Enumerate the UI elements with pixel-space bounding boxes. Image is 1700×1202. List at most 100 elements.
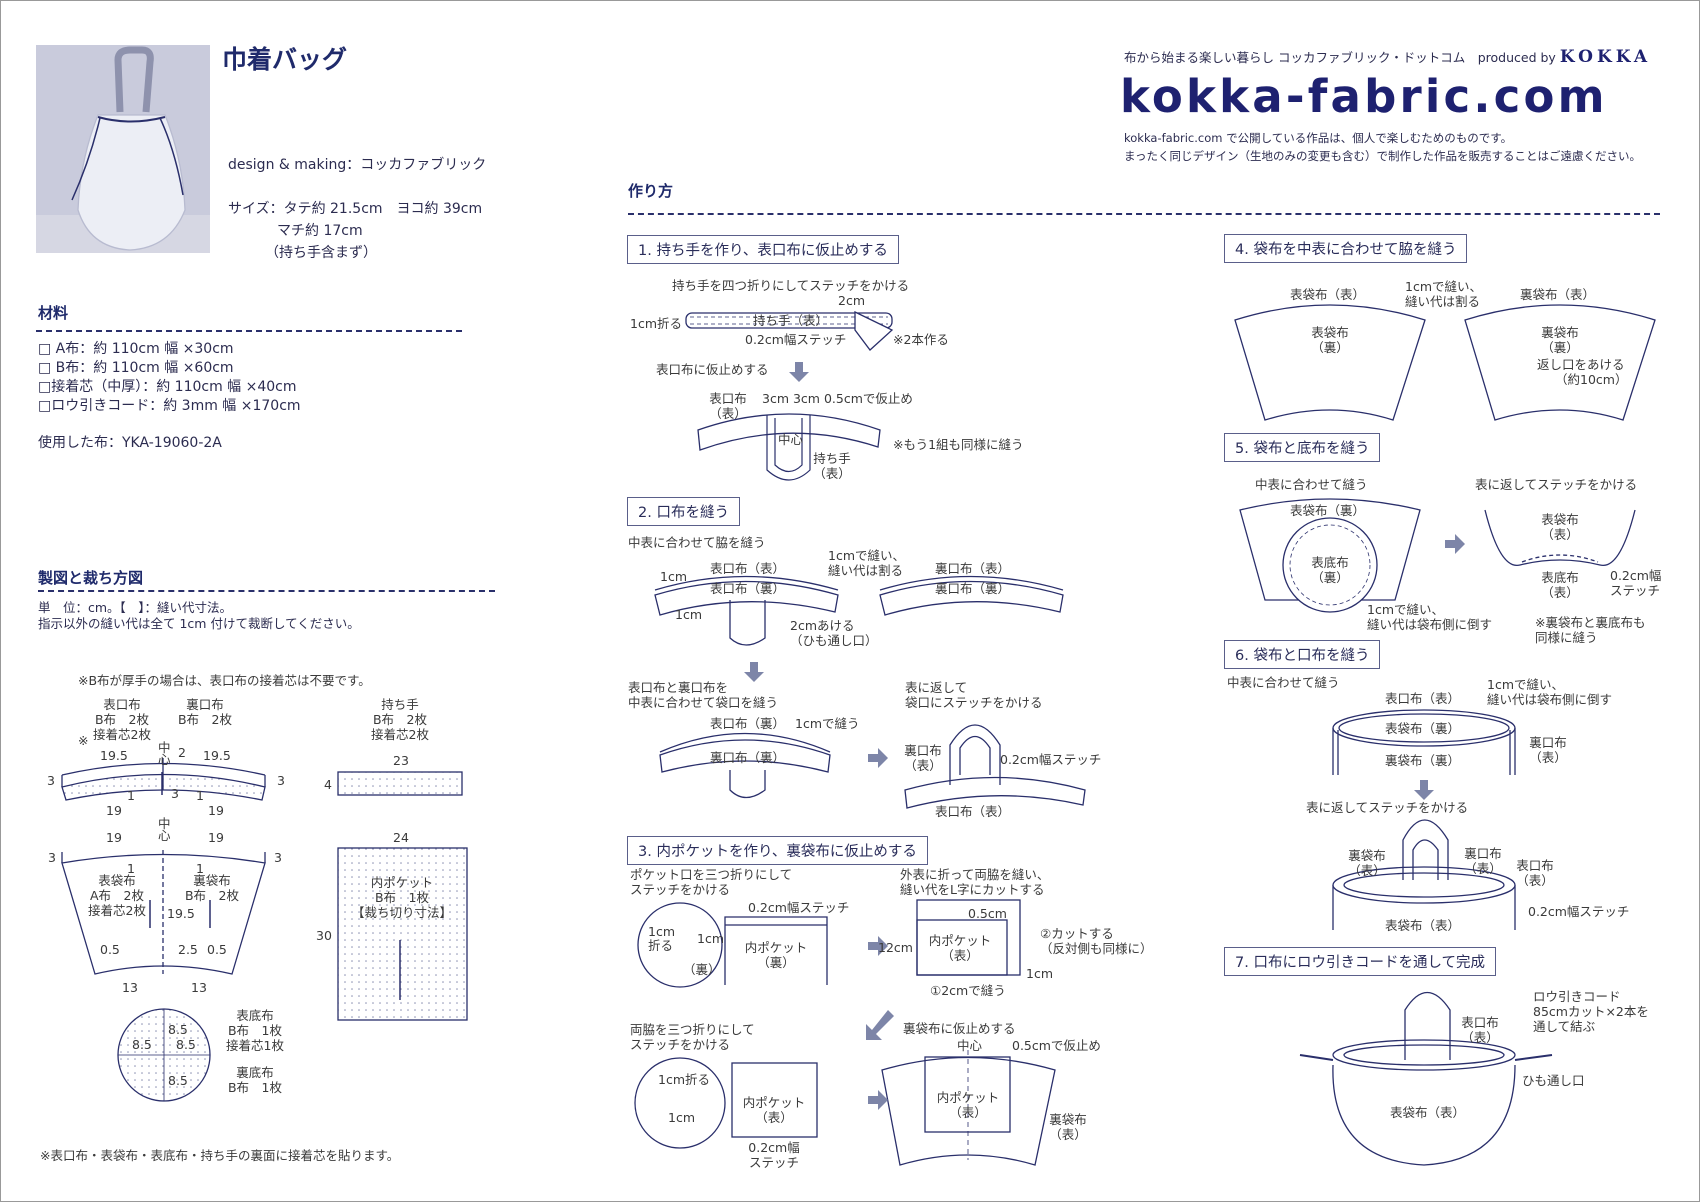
step-note: 0.2cm幅ステッチ (748, 1140, 800, 1170)
step-note: 裏口布（裏） (935, 581, 1011, 596)
step-note: ポケット口を三つ折りにしてステッチをかける (630, 867, 793, 897)
divider (628, 213, 1660, 215)
dim: 1 (127, 861, 135, 876)
step-note: 12cm (878, 940, 913, 955)
arrow-right-icon (868, 748, 888, 768)
step-6-title: 6. 袋布と口布を縫う (1224, 640, 1381, 669)
step-note: 裏口布（表） (935, 561, 1011, 576)
step-note: 0.2cm幅ステッチ (1610, 568, 1662, 598)
step-note: 1cm (1026, 966, 1054, 981)
dim: 2.5 (178, 942, 198, 957)
step-note: 中心 (957, 1038, 983, 1053)
step-note: 内ポケット（表） (742, 1095, 806, 1125)
step-note: 表口布（表） (1516, 858, 1554, 888)
step-note: 裏口布（表） (1529, 735, 1567, 765)
dim: 8.5 (132, 1037, 152, 1052)
material-item: □接着芯（中厚）：約 110cm 幅 ×40cm (38, 379, 297, 395)
size-line: サイズ：タテ約 21.5cm ヨコ約 39cm (228, 201, 483, 217)
step-note: 裏口布（裏） (710, 750, 786, 765)
note-mark: ※ (78, 733, 89, 748)
dim: 23 (393, 753, 409, 768)
step-note: 2cm (838, 293, 866, 308)
step2-art (654, 575, 1086, 809)
step-note: ※裏袋布と裏底布も同様に縫う (1535, 615, 1646, 645)
step-note: 0.2cm幅ステッチ (1000, 752, 1102, 767)
step-note: ②カットする（反対側も同様に） (1040, 926, 1153, 956)
step1-art (685, 310, 894, 481)
tagline: 布から始まる楽しい暮らし コッカファブリック・ドットコム produced by… (1124, 47, 1652, 67)
step-note: 2cmあける（ひも通し口） (790, 618, 878, 648)
pattern-heading: 製図と裁ち方図 (38, 569, 144, 587)
seam-note: 指示以外の縫い代は全て 1cm 付けて裁断してください。 (38, 616, 360, 631)
step-note: 3cm 3cm 0.5cmで仮止め (762, 391, 913, 406)
step-note: 表口布（裏） (710, 716, 786, 731)
step-note: 内ポケット（表） (936, 1090, 1000, 1120)
brand-kokka: KOKKA (1559, 47, 1652, 67)
step-5-title: 5. 袋布と底布を縫う (1224, 433, 1381, 462)
step-note: 裏口布（表） (904, 743, 942, 773)
divider (38, 590, 495, 592)
step-note: 裏袋布（裏） (1541, 325, 1579, 355)
step-note: 外表に折って両脇を縫い、縫い代をL字にカットする (900, 867, 1050, 897)
step-note: 表口布（表） (709, 391, 747, 421)
step-4-title: 4. 袋布を中表に合わせて脇を縫う (1224, 234, 1468, 263)
dim: 3 (277, 773, 285, 788)
step-note: 中表に合わせて脇を縫う (628, 535, 766, 550)
material-item: □ A布：約 110cm 幅 ×30cm (38, 341, 234, 357)
material-item: □ B布：約 110cm 幅 ×60cm (38, 360, 234, 376)
dim: 3 (48, 850, 56, 865)
step-note: 0.2cm幅ステッチ (748, 900, 850, 915)
step-note: 内ポケット（表） (928, 933, 992, 963)
step-note: 持ち手（表） (753, 313, 829, 328)
dim: 19 (106, 803, 122, 818)
dim: 8.5 (176, 1037, 196, 1052)
step-note: 1cmで縫い、縫い代は割る (828, 548, 906, 578)
step-note: 0.2cm幅ステッチ (745, 332, 847, 347)
step-note: 0.2cm幅ステッチ (1528, 904, 1630, 919)
step-note: 表袋布（表） (1541, 512, 1579, 542)
dim: 0.5 (207, 942, 227, 957)
step-7-title: 7. 口布にロウ引きコードを通して完成 (1224, 947, 1497, 976)
fabric-used: 使用した布：YKA-19060-2A (38, 435, 222, 451)
page-title: 巾着バッグ (222, 45, 348, 74)
step5-art (1239, 498, 1636, 613)
step-note: 0.5cmで仮止め (1012, 1038, 1101, 1053)
size-line: （持ち手含まず） (265, 245, 377, 261)
step-note: 表袋布（裏） (1290, 503, 1366, 518)
site-logo[interactable]: kokka-fabric.com (1120, 70, 1608, 123)
dim: 1 (196, 788, 204, 803)
step-note: 裏袋布（表） (1348, 848, 1386, 878)
step-note: 表底布（裏） (1311, 555, 1349, 585)
dim: 13 (191, 980, 207, 995)
pattern-bag-pieces (61, 850, 266, 975)
notice-line: まったく同じデザイン（生地のみの変更も含む）で制作した作品を販売することはご遠慮… (1124, 149, 1642, 163)
step-note: 1cm折る (658, 1072, 711, 1087)
step-note: 表底布（表） (1541, 570, 1579, 600)
pattern-pocket-rect (337, 847, 468, 1021)
arrow-right-icon (1445, 534, 1465, 554)
material-item: □ロウ引きコード：約 3mm 幅 ×170cm (38, 398, 301, 414)
step-note: 表口布（裏） (710, 581, 786, 596)
dim: 30 (316, 928, 332, 943)
dim: 19 (208, 803, 224, 818)
dim: 19.5 (203, 748, 231, 763)
step-note: 両脇を三つ折りにしてステッチをかける (630, 1022, 755, 1052)
dim: 13 (122, 980, 138, 995)
step-note: 0.5cm (968, 906, 1007, 921)
arrow-right-icon (868, 936, 888, 956)
arrow-down-icon (744, 662, 764, 682)
step-note: （裏） (683, 962, 721, 977)
dim: 19 (208, 830, 224, 845)
arrow-down-icon (789, 362, 809, 382)
b-fabric-note: ※B布が厚手の場合は、表口布の接着芯は不要です。 (78, 673, 371, 688)
notice-line: kokka-fabric.com で公開している作品は、個人で楽しむためのもので… (1124, 131, 1513, 145)
step-note: 内ポケット（裏） (744, 940, 808, 970)
